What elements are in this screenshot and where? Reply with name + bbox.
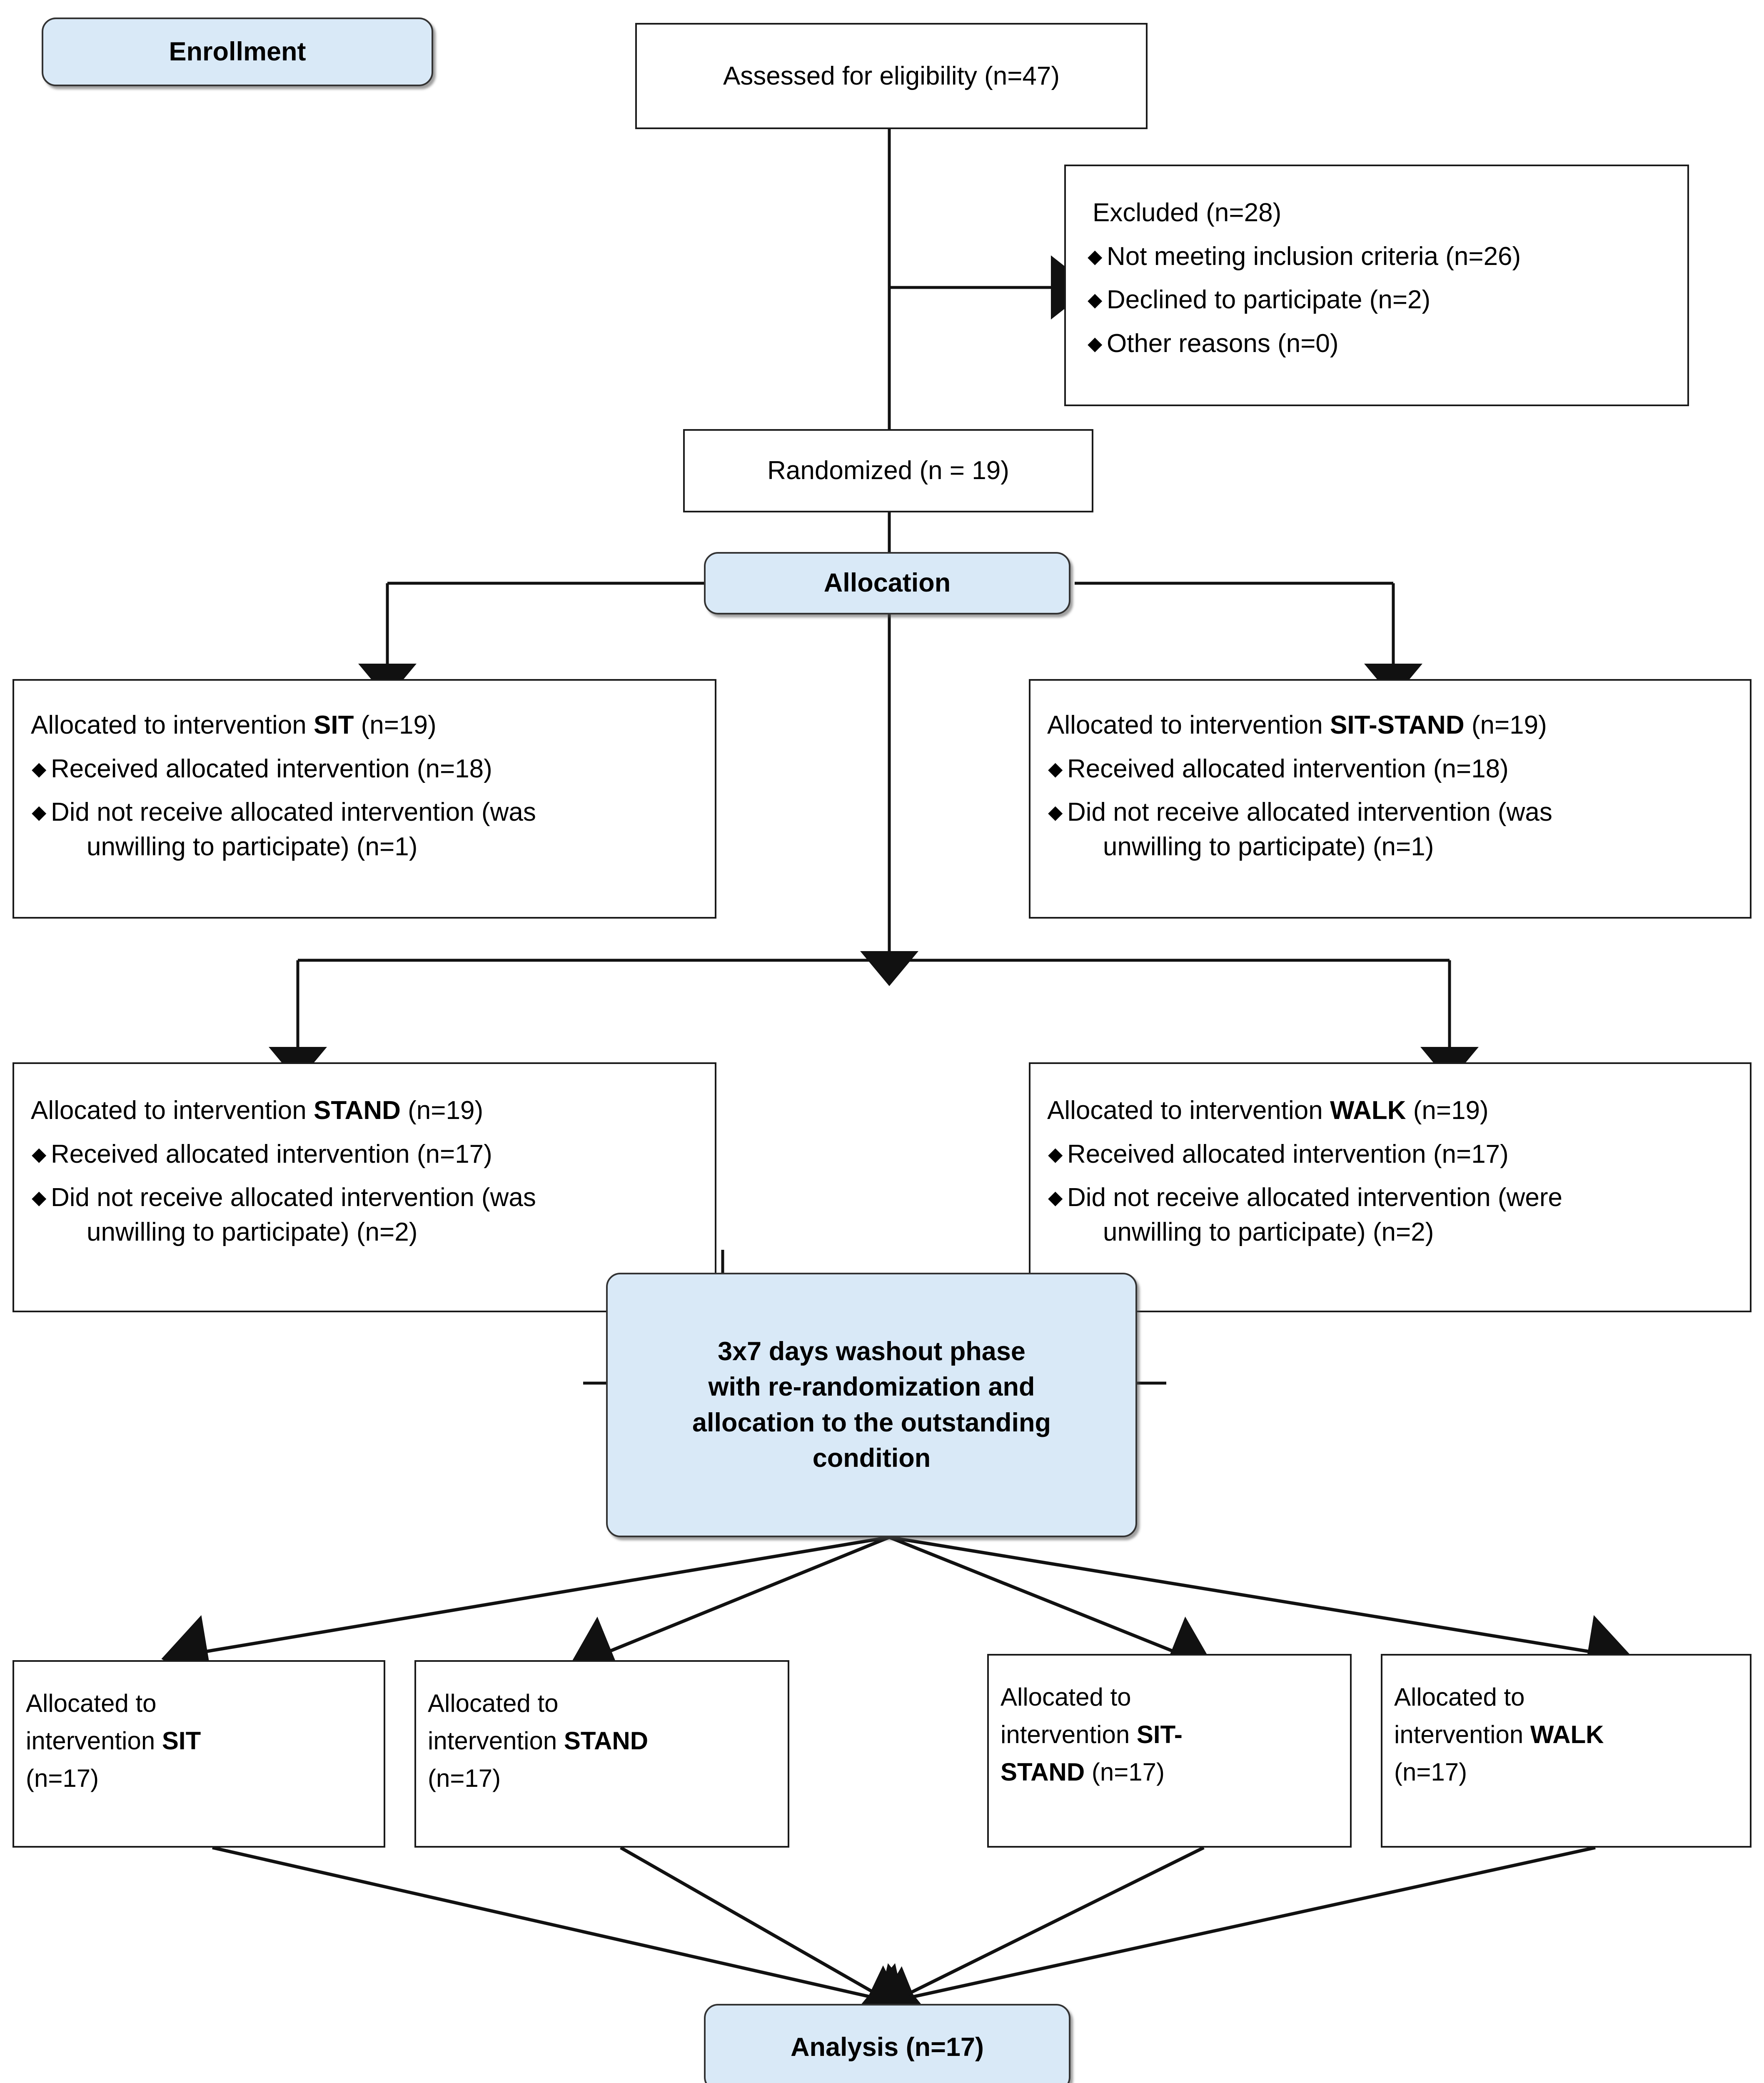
node-allocated-walk-bullet-list: ◆Received allocated intervention (n=17) … <box>1030 1137 1750 1249</box>
node-final-stand-line-2: intervention STAND <box>428 1727 649 1755</box>
node-allocated-stand: Allocated to intervention STAND (n=19) ◆… <box>12 1062 716 1312</box>
node-allocated-stand-bullet-list: ◆Received allocated intervention (n=17) … <box>14 1137 715 1249</box>
line-final-sitstand-to-analysis <box>857 1846 1205 2031</box>
node-final-stand-line-1: Allocated to <box>428 1689 559 1717</box>
node-randomized: Randomized (n = 19) <box>683 429 1093 512</box>
node-final-allocated-walk: Allocated to intervention WALK (n=17) <box>1381 1654 1752 1848</box>
node-final-sit-line-2: intervention SIT <box>26 1727 201 1755</box>
node-allocated-sit-bullet-list: ◆Received allocated intervention (n=18) … <box>14 752 715 864</box>
node-randomized-label: Randomized (n = 19) <box>767 456 1009 485</box>
diamond-bullet-icon: ◆ <box>32 801 47 823</box>
line-final-walk-to-analysis <box>857 1846 1596 2035</box>
node-assessed-for-eligibility: Assessed for eligibility (n=47) <box>635 23 1148 129</box>
list-item: ◆Received allocated intervention (n=17) <box>28 1137 701 1171</box>
diamond-bullet-icon: ◆ <box>1048 801 1063 823</box>
diamond-bullet-icon: ◆ <box>1088 289 1103 311</box>
diamond-bullet-icon: ◆ <box>32 757 47 779</box>
node-excluded-bullet-list: ◆Not meeting inclusion criteria (n=26) ◆… <box>1066 240 1687 361</box>
list-item: ◆Other reasons (n=0) <box>1084 327 1673 361</box>
phase-banner-enrollment-label: Enrollment <box>169 37 306 66</box>
node-final-stand-line-3: (n=17) <box>428 1764 501 1792</box>
node-final-allocated-sit-stand: Allocated to intervention SIT- STAND (n=… <box>987 1654 1352 1848</box>
line-final-stand-to-analysis <box>620 1846 924 2030</box>
node-washout-line-3: allocation to the outstanding <box>692 1408 1051 1437</box>
node-allocated-sit-stand-heading: Allocated to intervention SIT-STAND (n=1… <box>1047 711 1547 739</box>
diamond-bullet-icon: ◆ <box>1088 332 1103 354</box>
diamond-bullet-icon: ◆ <box>32 1143 47 1165</box>
list-item: ◆Did not receive allocated intervention … <box>1045 1181 1736 1249</box>
node-allocated-sit-stand: Allocated to intervention SIT-STAND (n=1… <box>1029 679 1752 919</box>
list-item: ◆Received allocated intervention (n=18) <box>28 752 701 786</box>
node-excluded: Excluded (n=28) ◆Not meeting inclusion c… <box>1064 165 1689 406</box>
node-final-walk-line-2: intervention WALK <box>1394 1721 1604 1748</box>
node-excluded-heading: Excluded (n=28) <box>1093 198 1282 227</box>
node-allocated-sit: Allocated to intervention SIT (n=19) ◆Re… <box>12 679 716 919</box>
node-analysis-label: Analysis (n=17) <box>791 2033 984 2062</box>
node-washout-line-2: with re-randomization and <box>708 1372 1035 1402</box>
line-washout-to-final-stand <box>568 1536 890 1685</box>
diamond-bullet-icon: ◆ <box>1048 1186 1063 1209</box>
node-allocated-stand-heading: Allocated to intervention STAND (n=19) <box>31 1096 484 1125</box>
line-washout-to-final-walk <box>889 1536 1634 1688</box>
node-allocated-walk: Allocated to intervention WALK (n=19) ◆R… <box>1029 1062 1752 1312</box>
node-final-walk-line-1: Allocated to <box>1394 1683 1525 1711</box>
node-allocated-sit-stand-bullet-list: ◆Received allocated intervention (n=18) … <box>1030 752 1750 864</box>
list-item: ◆Not meeting inclusion criteria (n=26) <box>1084 240 1673 274</box>
diamond-bullet-icon: ◆ <box>1048 757 1063 779</box>
line-final-sit-to-analysis <box>212 1846 926 2035</box>
list-item: ◆Declined to participate (n=2) <box>1084 283 1673 317</box>
list-item: ◆Did not receive allocated intervention … <box>28 1181 701 1249</box>
phase-banner-allocation: Allocation <box>704 552 1070 614</box>
node-final-sit-line-3: (n=17) <box>26 1764 99 1792</box>
line-washout-to-final-sitstand <box>888 1536 1215 1685</box>
diamond-bullet-icon: ◆ <box>32 1186 47 1209</box>
list-item: ◆Did not receive allocated intervention … <box>28 795 701 864</box>
node-analysis: Analysis (n=17) <box>704 2004 1070 2083</box>
list-item: ◆Received allocated intervention (n=17) <box>1045 1137 1736 1171</box>
phase-banner-enrollment: Enrollment <box>42 17 433 86</box>
node-final-sitstand-line-3: STAND (n=17) <box>1001 1758 1165 1786</box>
node-final-sit-line-1: Allocated to <box>26 1689 157 1717</box>
diamond-bullet-icon: ◆ <box>1048 1143 1063 1165</box>
node-washout-phase: 3x7 days washout phase with re-randomiza… <box>606 1273 1137 1537</box>
node-washout-line-4: condition <box>812 1443 931 1473</box>
node-allocated-walk-heading: Allocated to intervention WALK (n=19) <box>1047 1096 1489 1125</box>
node-allocated-sit-heading: Allocated to intervention SIT (n=19) <box>31 711 437 739</box>
node-washout-line-1: 3x7 days washout phase <box>718 1337 1025 1366</box>
node-assessed-label: Assessed for eligibility (n=47) <box>723 61 1060 90</box>
node-final-walk-line-3: (n=17) <box>1394 1758 1467 1786</box>
list-item: ◆Did not receive allocated intervention … <box>1045 795 1736 864</box>
diamond-bullet-icon: ◆ <box>1088 245 1103 267</box>
node-final-sitstand-line-1: Allocated to <box>1001 1683 1131 1711</box>
line-washout-to-final-sit <box>161 1536 890 1688</box>
phase-banner-allocation-label: Allocation <box>823 568 951 598</box>
node-final-allocated-sit: Allocated to intervention SIT (n=17) <box>12 1660 385 1848</box>
node-final-sitstand-line-2: intervention SIT- <box>1001 1721 1183 1748</box>
node-final-allocated-stand: Allocated to intervention STAND (n=17) <box>414 1660 789 1848</box>
list-item: ◆Received allocated intervention (n=18) <box>1045 752 1736 786</box>
